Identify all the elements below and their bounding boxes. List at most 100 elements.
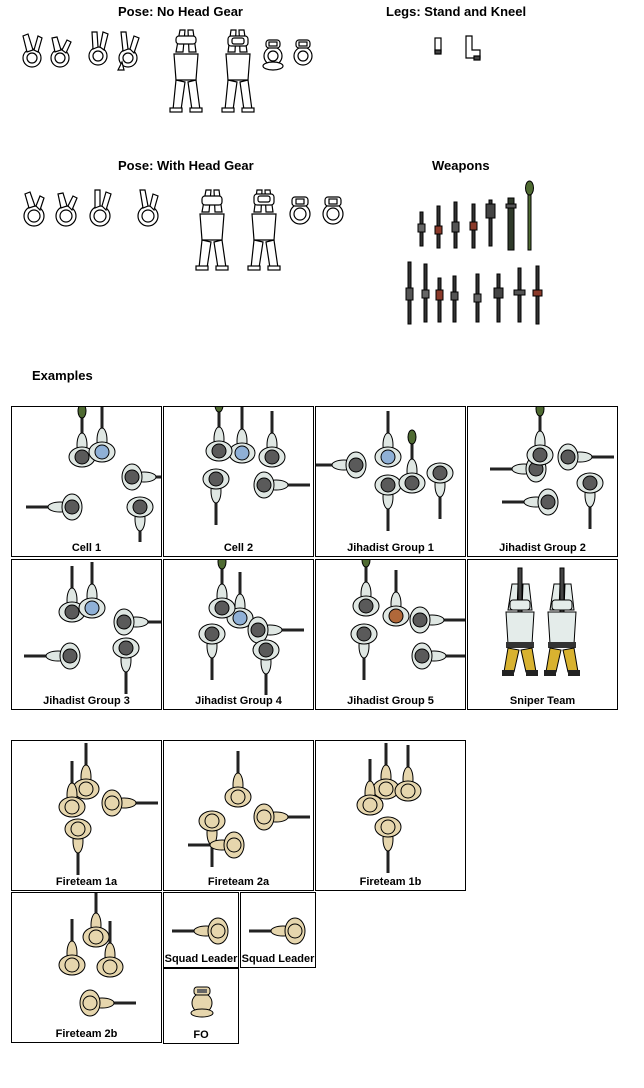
example-scene <box>58 743 158 875</box>
standing-figure-head-gear <box>247 189 281 271</box>
soldier-sprite <box>394 745 422 802</box>
standing-figure-head-gear <box>195 189 229 271</box>
example-caption: Jihadist Group 1 <box>347 542 434 554</box>
pose-sprite <box>89 189 112 227</box>
soldier-sprite <box>58 919 86 976</box>
pose-sprite <box>23 191 45 227</box>
example-scene <box>172 917 229 945</box>
example-caption: Squad Leader <box>241 953 315 965</box>
soldier-sprite <box>64 818 92 875</box>
weapon-sprite <box>450 275 459 323</box>
heading-examples: Examples <box>32 368 93 383</box>
example-caption: Cell 2 <box>223 542 254 554</box>
example-scene <box>26 407 161 542</box>
weapon-sprite <box>505 197 517 251</box>
example-box-jihadist-group-4: Jihadist Group 4 <box>163 559 314 710</box>
heading-pose-with-head-gear: Pose: With Head Gear <box>118 158 254 173</box>
weapon-sprite <box>525 180 534 251</box>
example-box-fireteam-2b: Fireteam 2b <box>11 892 162 1043</box>
example-box-cell-1: Cell 1 <box>11 406 162 557</box>
soldier-sprite <box>79 989 136 1017</box>
soldier-sprite <box>126 496 154 542</box>
soldier-sprite <box>113 608 161 636</box>
weapon-sprite <box>469 203 478 249</box>
heading-pose-no-head-gear: Pose: No Head Gear <box>118 4 243 19</box>
soldier-sprite <box>58 566 86 623</box>
weapon-sprite <box>493 273 504 323</box>
example-scene <box>202 407 310 525</box>
example-caption: FO <box>193 1029 209 1041</box>
example-caption: Fireteam 1b <box>359 876 422 888</box>
example-scene <box>58 893 136 1017</box>
pose-sprite <box>55 192 78 227</box>
soldier-sprite <box>172 917 229 945</box>
poses-with-head-gear-sprites <box>23 189 344 271</box>
soldier-sprite <box>352 560 380 617</box>
head-sprite <box>293 39 313 66</box>
soldier-sprite <box>228 407 256 464</box>
leg-kneeling <box>465 35 481 59</box>
example-box-jihadist-group-3: Jihadist Group 3 <box>11 559 162 710</box>
pose-sprite <box>50 36 72 68</box>
example-caption: Jihadist Group 4 <box>195 695 282 707</box>
example-box-fireteam-1b: Fireteam 1b <box>315 740 466 891</box>
legs-sprites <box>434 35 481 61</box>
example-caption: Jihadist Group 5 <box>347 695 434 707</box>
weapon-sprite <box>421 263 430 323</box>
example-caption: Fireteam 2a <box>207 876 270 888</box>
example-box-cell-2: Cell 2 <box>163 406 314 557</box>
example-caption: Jihadist Group 3 <box>43 695 130 707</box>
example-scene <box>24 562 161 694</box>
example-caption: Jihadist Group 2 <box>499 542 586 554</box>
example-caption: Squad Leader <box>164 953 238 965</box>
soldier-sprite <box>350 623 378 680</box>
soldier-sprite <box>249 917 306 945</box>
example-box-fireteam-2a: Fireteam 2a <box>163 740 314 891</box>
example-scene <box>249 917 306 945</box>
soldier-sprite <box>58 761 86 818</box>
soldier-sprite <box>526 407 554 466</box>
example-scene <box>316 411 454 531</box>
soldier-sprite <box>112 637 140 694</box>
example-scene <box>490 407 614 529</box>
fo-figure <box>190 986 214 1018</box>
soldier-sprite <box>88 407 116 463</box>
soldier-sprite <box>208 560 236 619</box>
example-scene <box>190 986 214 1018</box>
example-box-squad-leader: Squad Leader <box>163 892 239 968</box>
soldier-sprite <box>426 462 454 519</box>
weapon-sprite <box>532 265 543 325</box>
weapon-sprite <box>473 273 482 323</box>
soldier-sprite <box>576 472 604 529</box>
soldier-sprite <box>24 642 81 670</box>
soldier-sprite <box>188 831 245 859</box>
soldier-sprite <box>198 810 226 867</box>
example-caption: Fireteam 1a <box>55 876 118 888</box>
weapon-sprite <box>434 205 443 249</box>
soldier-sprite <box>96 921 124 978</box>
weapon-sprite <box>405 261 414 325</box>
head-sprite <box>322 196 344 225</box>
example-box-jihadist-group-2: Jihadist Group 2 <box>467 406 618 557</box>
example-caption: Sniper Team <box>509 695 576 707</box>
head-sprite <box>262 39 284 71</box>
soldier-sprite <box>490 455 547 483</box>
soldier-sprite <box>82 893 110 948</box>
soldier-sprite <box>502 488 559 516</box>
soldier-sprite <box>78 562 106 619</box>
example-box-fo: FO <box>163 968 239 1044</box>
soldier-sprite <box>26 493 83 521</box>
soldier-sprite <box>356 759 384 816</box>
standing-figure-arms-up <box>221 29 255 113</box>
heading-weapons: Weapons <box>432 158 490 173</box>
soldier-sprite <box>409 606 465 634</box>
example-scene <box>502 567 580 676</box>
soldier-sprite <box>398 429 426 494</box>
weapon-sprite <box>435 277 444 323</box>
weapon-sprite <box>451 201 460 249</box>
soldier-sprite <box>253 471 310 499</box>
soldier-sprite <box>382 570 410 627</box>
standing-figure-arms-up <box>169 29 203 113</box>
example-box-jihadist-group-1: Jihadist Group 1 <box>315 406 466 557</box>
soldier-sprite <box>121 463 161 491</box>
